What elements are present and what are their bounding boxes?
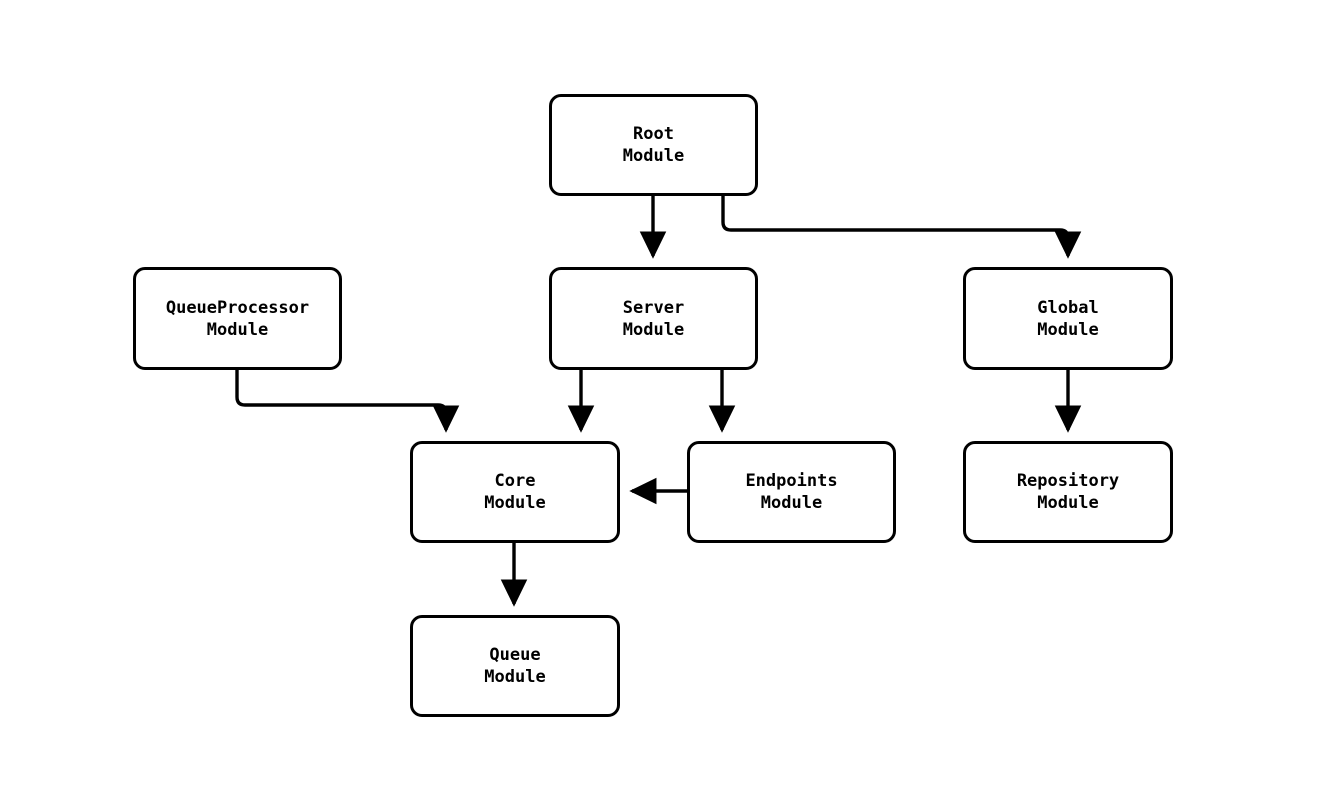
edge-root-to-global [721,196,1082,259]
node-repository-module-label-line2: Module [1037,493,1099,513]
node-core-module-label-line2: Module [484,493,546,513]
node-root-module[interactable]: Root Module [549,94,758,196]
node-endpoints-module-label-line1: Endpoints [745,471,838,491]
node-root-module-label-line1: Root [633,124,674,144]
node-endpoints-module-label-line2: Module [760,493,823,513]
node-queue-module[interactable]: Queue Module [410,615,620,717]
node-queueprocessor-module-label-line2: Module [206,319,269,340]
node-core-module-label-line1: Core [494,471,536,491]
node-server-module[interactable]: Server Module [549,267,758,370]
node-global-module[interactable]: Global Module [963,267,1173,370]
node-core-module[interactable]: Core Module [410,441,620,543]
node-queueprocessor-module[interactable]: QueueProcessor Module [133,267,342,370]
node-global-module-label-line2: Module [1037,319,1099,340]
edge-queueprocessor-to-core [235,370,460,433]
node-queue-module-label-line1: Queue [489,645,541,665]
node-endpoints-module[interactable]: Endpoints Module [687,441,896,543]
node-repository-module[interactable]: Repository Module [963,441,1173,543]
node-root-module-label-line2: Module [622,146,685,166]
node-server-module-label-line1: Server [622,297,685,318]
node-server-module-label-line2: Module [622,319,685,340]
node-queue-module-label-line2: Module [484,667,546,687]
node-queueprocessor-module-label-line1: QueueProcessor [165,297,310,318]
node-global-module-label-line1: Global [1037,297,1099,318]
node-repository-module-label-line1: Repository [1016,471,1120,491]
